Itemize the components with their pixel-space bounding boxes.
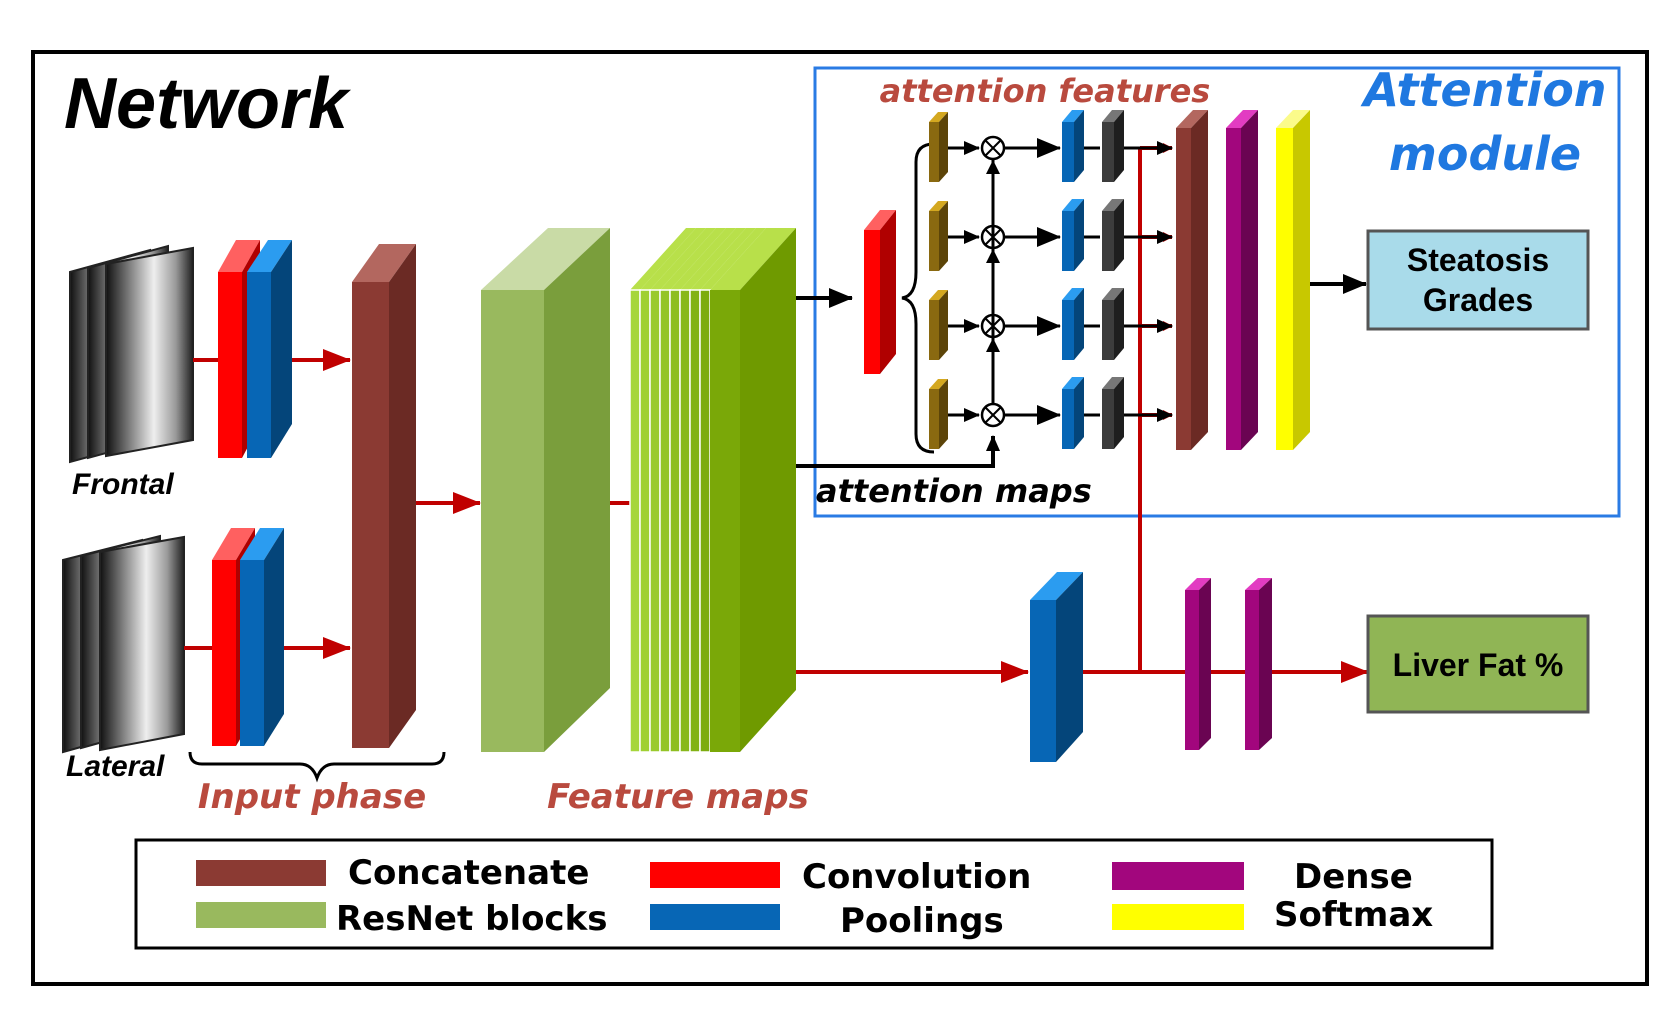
legend-swatch-resnet [196, 902, 326, 928]
lateral-label: Lateral [66, 750, 165, 783]
input-phase-brace [188, 751, 446, 783]
liver-fat-label: Liver Fat % [1393, 647, 1564, 683]
legend-swatch-softmax [1112, 904, 1244, 930]
legend: Concatenate ResNet blocks Convolution Po… [134, 838, 1494, 950]
frontal-pooling-block [247, 240, 292, 458]
attention-row-4 [929, 377, 1124, 449]
attention-softmax-block [1276, 110, 1310, 450]
steatosis-label-line1: Steatosis [1407, 242, 1549, 278]
attention-convolution-block [864, 210, 896, 374]
attention-module-title-line2: module [1389, 127, 1581, 181]
resnet-block [481, 228, 610, 752]
attention-map-arrowheads [986, 160, 1000, 352]
legend-swatch-dense [1112, 862, 1244, 890]
attention-row-2 [929, 199, 1124, 271]
diagram-title: Network [64, 64, 352, 144]
legend-swatch-concatenate [196, 860, 326, 886]
attention-module-frame [813, 66, 1621, 518]
attention-concatenate-block [1176, 110, 1208, 450]
frontal-xray-stack [69, 244, 194, 464]
regression-pooling-block [1030, 572, 1083, 762]
steatosis-label-line2: Grades [1423, 282, 1533, 318]
regression-dense-block-1 [1185, 578, 1211, 750]
regression-dense-block-2 [1245, 578, 1272, 750]
legend-label-dense: Dense [1294, 857, 1413, 897]
attention-row-1 [929, 110, 1124, 182]
legend-label-concatenate: Concatenate [348, 853, 589, 893]
legend-label-convolution: Convolution [802, 857, 1031, 897]
legend-label-poolings: Poolings [840, 901, 1004, 941]
attention-maps-label: attention maps [816, 472, 1092, 510]
attention-module-title-line1: Attention [1360, 63, 1606, 117]
row-to-concat-arrows [1124, 141, 1173, 422]
lateral-xray-stack [62, 534, 185, 754]
steatosis-grades-box [1366, 229, 1590, 331]
black-connections [796, 288, 1000, 468]
attention-row-3 [929, 288, 1124, 360]
feature-maps-label: Feature maps [547, 777, 809, 817]
legend-label-softmax: Softmax [1274, 895, 1433, 935]
input-phase-label: Input phase [198, 777, 426, 817]
network-frame [31, 50, 1649, 986]
legend-frame [134, 838, 1494, 950]
legend-swatch-convolution [650, 862, 780, 888]
legend-swatch-poolings [650, 904, 780, 930]
liver-fat-box [1366, 614, 1590, 714]
concatenate-block [352, 244, 416, 748]
attention-features-label: attention features [880, 72, 1211, 110]
feature-maps-stack [629, 228, 796, 753]
attention-branch-brace [901, 142, 935, 454]
lateral-pooling-block [240, 528, 284, 746]
frontal-label: Frontal [72, 468, 174, 501]
attention-dense-block [1226, 110, 1258, 450]
legend-label-resnet: ResNet blocks [336, 899, 607, 939]
